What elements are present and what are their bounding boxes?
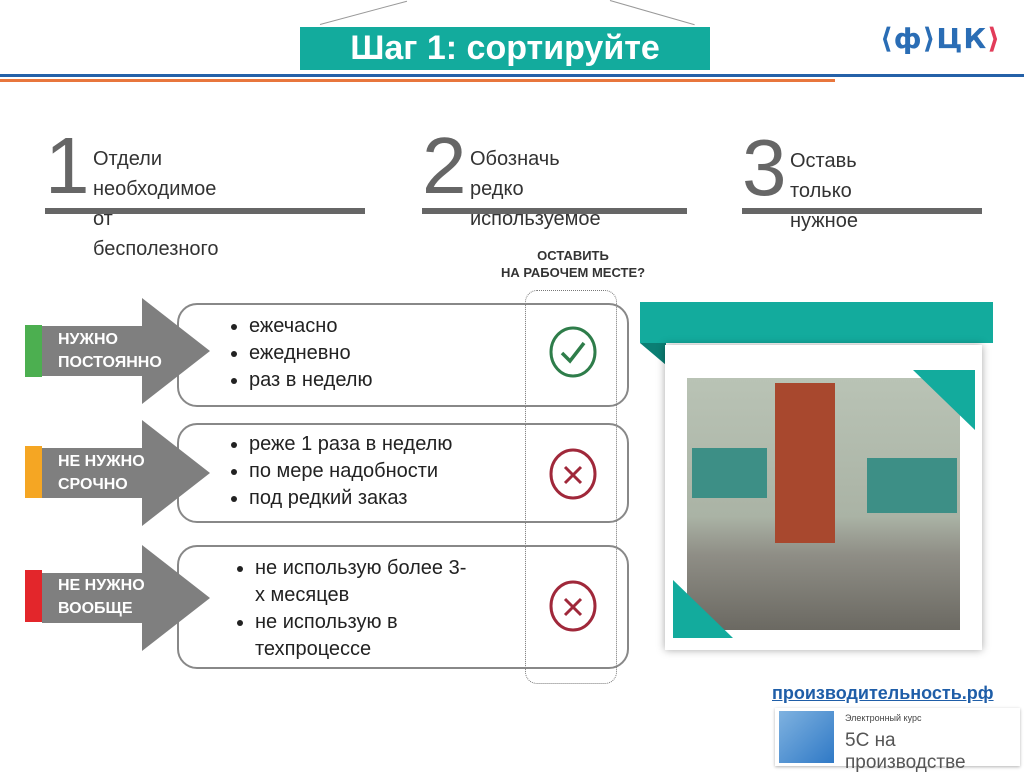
column-question: ОСТАВИТЬ НА РАБОЧЕМ МЕСТЕ?: [500, 248, 646, 280]
status-bar-green: [25, 325, 42, 377]
photo-header-bar: [640, 302, 993, 343]
list-item: не использую более 3-х месяцев: [255, 555, 475, 609]
list-item: под редкий заказ: [249, 485, 627, 512]
row-2-box: реже 1 раза в неделюпо мере надобностипо…: [177, 423, 629, 523]
desk: [867, 458, 957, 513]
cross-icon: [549, 448, 597, 500]
corner-triangle: [673, 580, 733, 638]
arrow-shape: [42, 298, 210, 404]
website-link[interactable]: производительность.рф: [772, 683, 994, 703]
divider-orange: [0, 79, 835, 82]
list-item: не использую в техпроцессе: [255, 609, 475, 663]
status-bar-red: [25, 570, 42, 622]
arrow-shape: [42, 420, 210, 526]
desk: [692, 448, 767, 498]
list-item: ежечасно: [249, 313, 627, 340]
workshop-photo: [687, 378, 960, 630]
status-bar-orange: [25, 446, 42, 498]
step-text: Отдели необходимое от бесполезного: [93, 148, 219, 260]
verdict-column: [525, 290, 617, 684]
arrow-shape: [42, 545, 210, 651]
course-thumbnail: [779, 711, 834, 763]
step-text: Оставь только нужное: [790, 150, 858, 232]
corner-triangle: [913, 370, 975, 430]
course-title: 5С на производстве: [845, 730, 966, 773]
row-1-box: ежечасноежедневнораз в неделю: [177, 303, 629, 407]
row-label: НЕ НУЖНО ВООБЩЕ: [58, 577, 145, 617]
row-3-box: не использую более 3-х месяцевне использ…: [177, 545, 629, 669]
step-underline: [422, 208, 687, 214]
list-item: ежедневно: [249, 340, 627, 367]
slide-title: Шаг 1: сортируйте: [300, 27, 710, 70]
step-underline: [742, 208, 982, 214]
step-text: Обозначь редко используемое: [470, 148, 601, 230]
step-number: 2: [422, 121, 467, 210]
check-icon: [549, 326, 597, 378]
fold-triangle: [640, 343, 666, 365]
step-number: 3: [742, 123, 787, 212]
list-item: раз в неделю: [249, 367, 627, 394]
step-underline: [45, 208, 365, 214]
step-number: 1: [45, 121, 90, 210]
cross-icon: [549, 580, 597, 632]
row-label: НУЖНО ПОСТОЯННО: [58, 331, 162, 371]
course-kicker: Электронный курс: [845, 713, 922, 723]
cabinet: [775, 383, 835, 543]
list-item: реже 1 раза в неделю: [249, 431, 627, 458]
row-label: НЕ НУЖНО СРОЧНО: [58, 453, 145, 493]
divider-blue: [0, 74, 1024, 77]
course-banner[interactable]: Электронный курс 5С на производстве: [775, 708, 1020, 773]
logo: ⟨ф⟩ЦК⟩: [880, 22, 1002, 55]
list-item: по мере надобности: [249, 458, 627, 485]
